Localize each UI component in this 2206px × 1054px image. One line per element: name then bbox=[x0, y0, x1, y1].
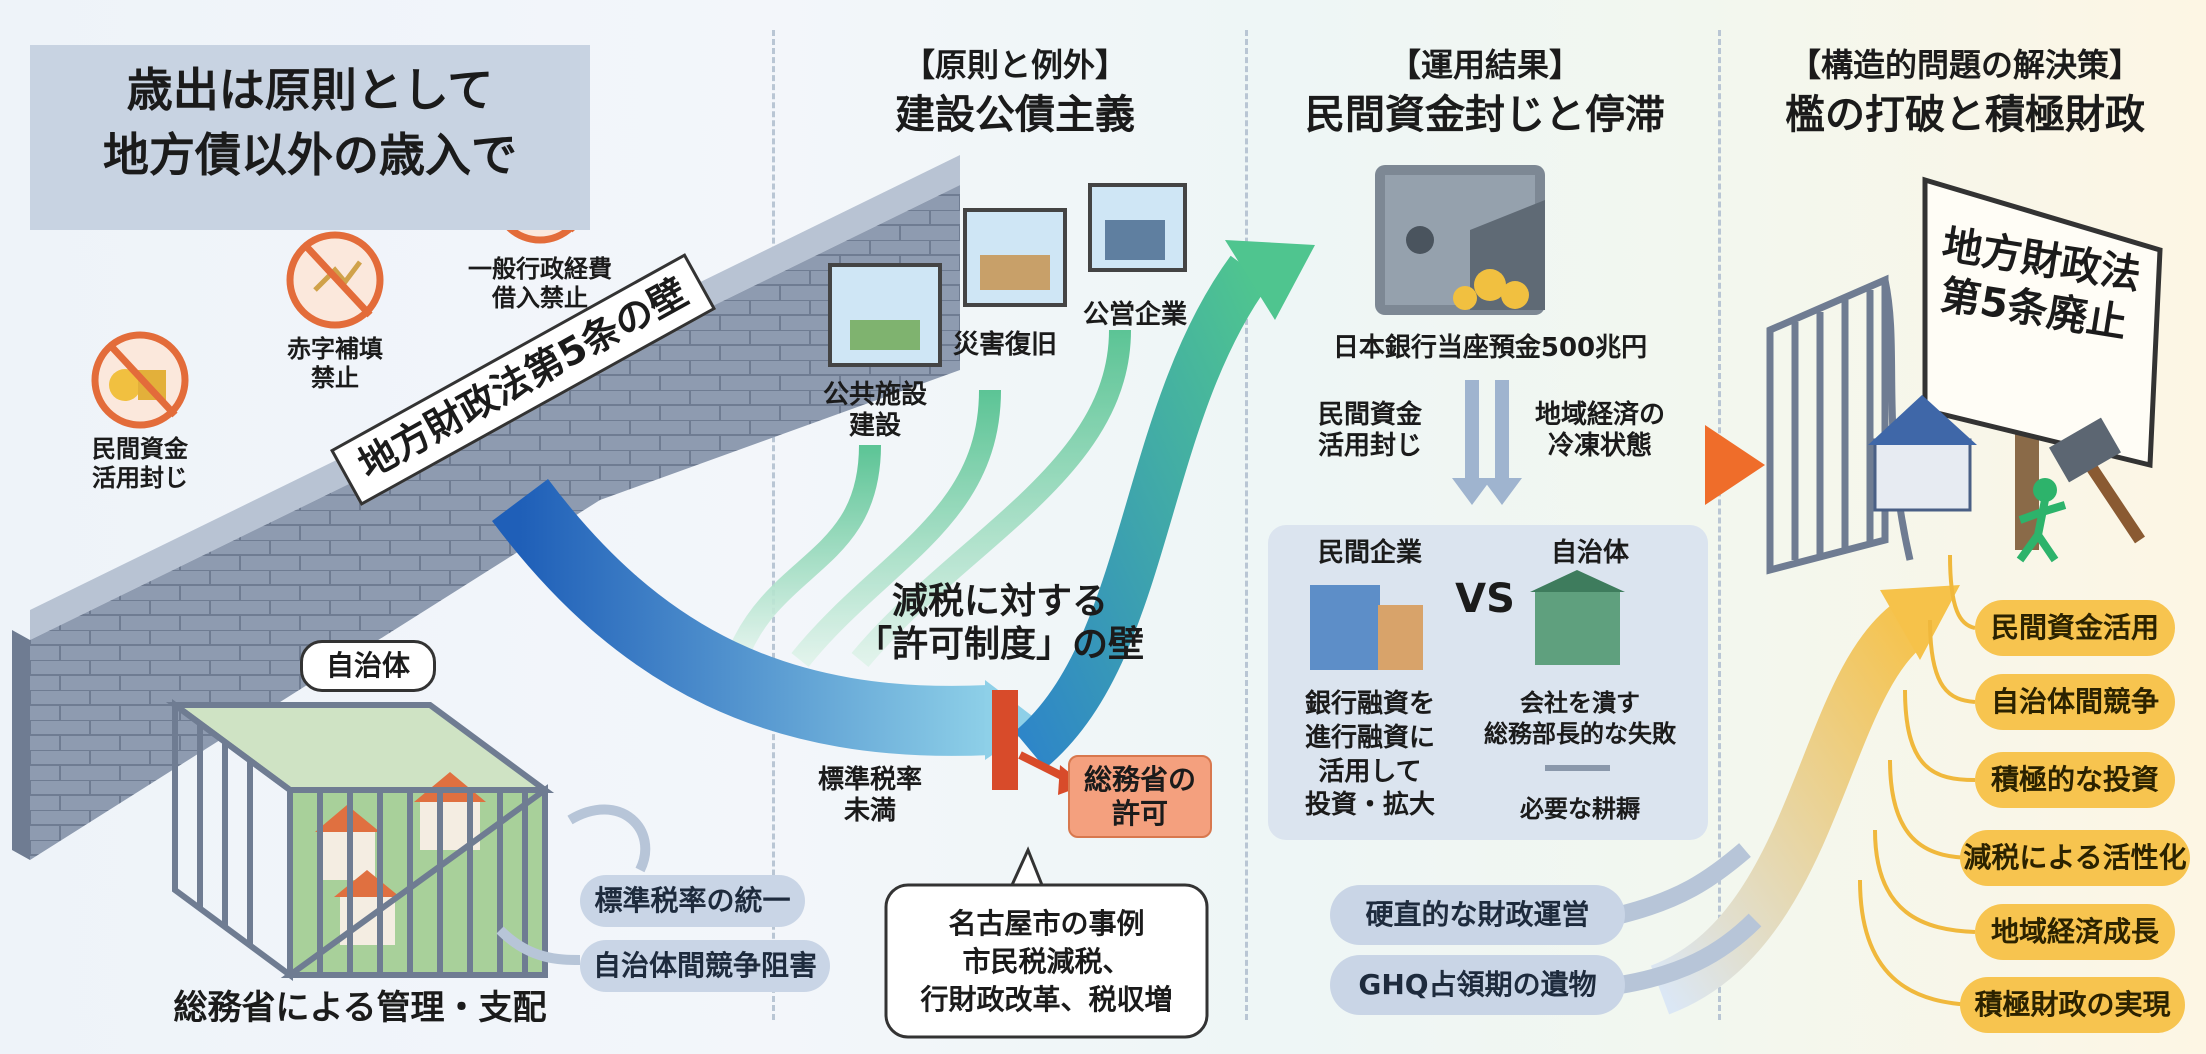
section3-bracket: 【運用結果】 bbox=[1388, 46, 1581, 84]
house-icon bbox=[1868, 395, 1977, 512]
exception-label: 災害復旧 bbox=[952, 330, 1057, 360]
headline-box: 歳出は原則として 地方債以外の歳入で bbox=[30, 45, 590, 230]
cause-arrows bbox=[1617, 843, 1762, 994]
gold-branch-arrows bbox=[1858, 554, 1976, 1007]
compare-left-title: 民間企業 bbox=[1317, 538, 1422, 568]
boj-deposit-label: 日本銀行当座預金500兆円 bbox=[1332, 333, 1648, 363]
exception-label: 公営企業 bbox=[1082, 300, 1187, 330]
running-person-icon bbox=[2016, 478, 2067, 563]
cage-effect-arrows bbox=[496, 804, 651, 965]
outcome-pill: 積極財政の実現 bbox=[1960, 977, 2185, 1033]
hammer-icon bbox=[2049, 417, 2145, 544]
compare-right-title: 自治体 bbox=[1550, 538, 1629, 568]
prohibition-label: 民間資金 活用封じ bbox=[92, 435, 188, 492]
headline-line1: 歳出は原則として bbox=[126, 63, 494, 117]
cage-label: 自治体 bbox=[300, 640, 436, 692]
outcome-pill: 自治体間競争 bbox=[1975, 674, 2175, 730]
cause-pill: 硬直的な財政運営 bbox=[1330, 885, 1625, 945]
mic-permit-box: 総務省の 許可 bbox=[1068, 755, 1212, 839]
city-hall-icon bbox=[1530, 570, 1625, 665]
teal-flow-arrow bbox=[1014, 255, 1270, 769]
compare-right-desc: 会社を潰す 総務部長的な失敗 bbox=[1484, 689, 1676, 749]
cage-effect-pill: 自治体間競争阻害 bbox=[580, 940, 830, 992]
section-divider bbox=[1245, 30, 1248, 1020]
section2-bracket: 【原則と例外】 bbox=[902, 46, 1127, 84]
blue-flow-arrow bbox=[492, 478, 992, 756]
case-callout: 名古屋市の事例 市民税減税、 行財政改革、税収増 bbox=[920, 907, 1173, 1016]
no-yen-coins-icon bbox=[91, 331, 189, 429]
cage-effect-pill: 標準税率の統一 bbox=[580, 875, 805, 927]
outcome-pill: 減税による活性化 bbox=[1960, 830, 2190, 886]
outcome-pill: 民間資金活用 bbox=[1975, 600, 2175, 656]
outcome-pill: 積極的な投資 bbox=[1975, 752, 2175, 808]
section4-title: 檻の打破と積極財政 bbox=[1785, 92, 2145, 138]
outcome-pill: 地域経済成長 bbox=[1975, 904, 2175, 960]
exception-flow-arrows bbox=[729, 329, 1131, 668]
compare-right-note: 必要な耕耨 bbox=[1520, 795, 1640, 823]
cause-pill: GHQ占領期の遺物 bbox=[1330, 955, 1625, 1015]
compare-left-desc: 銀行融資を 進行融資に 活用して 投資・拡大 bbox=[1304, 689, 1435, 821]
company-building-icon bbox=[1310, 585, 1423, 670]
section-divider bbox=[1718, 30, 1721, 1020]
permit-barrier-title: 減税に対する 「許可制度」の壁 bbox=[855, 581, 1144, 666]
broken-cage-icon bbox=[1766, 274, 1914, 575]
window-icon bbox=[828, 183, 1187, 367]
effect-label-left: 民間資金 活用封じ bbox=[1317, 400, 1422, 462]
safe-icon bbox=[1375, 165, 1545, 315]
cage-caption: 総務省による管理・支配 bbox=[173, 988, 547, 1028]
section4-bracket: 【構造的問題の解決策】 bbox=[1788, 46, 2141, 84]
section-divider bbox=[772, 30, 775, 1020]
exception-label: 公共施設 建設 bbox=[822, 380, 927, 442]
compare-vs: VS bbox=[1455, 576, 1515, 622]
prohibition-label: 赤字補填 禁止 bbox=[287, 335, 383, 392]
headline-line2: 地方債以外の歳入で bbox=[103, 128, 517, 183]
below-standard-rate-label: 標準税率 未満 bbox=[817, 765, 922, 827]
no-deficit-icon bbox=[286, 231, 384, 329]
section3-title: 民間資金封じと停滞 bbox=[1305, 92, 1665, 138]
prohibition-label: 一般行政経費 借入禁止 bbox=[468, 255, 612, 312]
cage-icon bbox=[165, 699, 555, 981]
effect-label-right: 地域経済の 冷凍状態 bbox=[1534, 400, 1665, 462]
permit-barrier-icon bbox=[992, 690, 1018, 790]
down-arrows bbox=[1452, 380, 1522, 505]
case-callout-box bbox=[884, 846, 1209, 1039]
section2-title: 建設公債主義 bbox=[895, 92, 1135, 138]
